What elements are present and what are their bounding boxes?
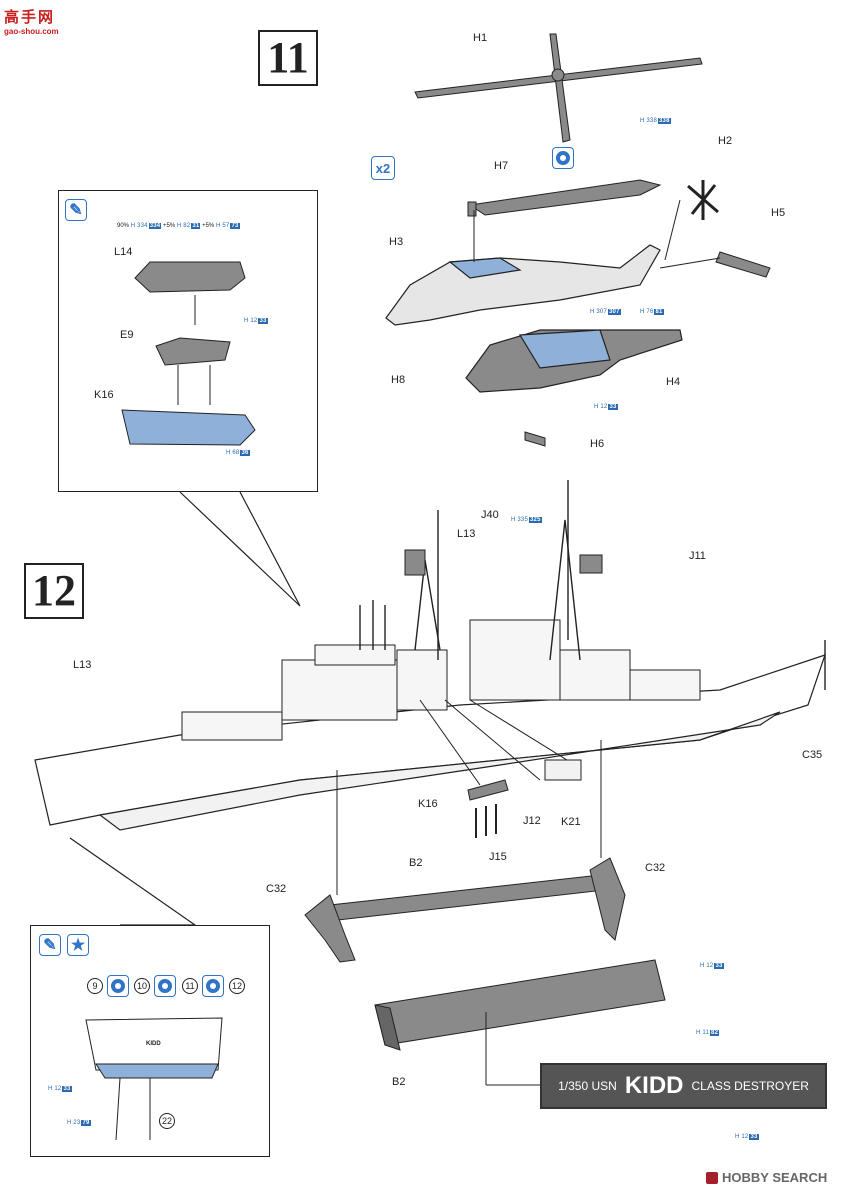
label-c32-left: C32 — [266, 883, 287, 895]
callout-pointer-12 — [69, 837, 197, 926]
label-l14: L14 — [114, 246, 133, 258]
label-k21: K21 — [561, 816, 581, 828]
nameplate-name: KIDD — [624, 1072, 684, 1099]
part-k21 — [544, 759, 582, 781]
rotor-fold-icon — [552, 147, 574, 169]
label-b2-upper: B2 — [409, 857, 423, 869]
star-icon: ★ — [67, 934, 89, 956]
inset11-parts — [121, 261, 256, 446]
paint-step-12: 12 — [229, 978, 245, 994]
label-j12: J12 — [523, 815, 541, 827]
ship-nameplate: 1/350 USN KIDD CLASS DESTROYER — [540, 1063, 827, 1109]
label-c35: C35 — [802, 749, 823, 761]
label-j15: J15 — [489, 851, 507, 863]
guide-lines — [336, 199, 721, 1086]
boat-l14-part — [134, 261, 246, 293]
label-h1: H1 — [473, 32, 488, 44]
cradle-e9-part — [155, 337, 231, 366]
nameplate-prefix: 1/350 USN — [558, 1079, 617, 1093]
label-j11: J11 — [689, 550, 706, 562]
brand-mark-icon — [706, 1171, 718, 1184]
stand-b2-lower-part — [374, 959, 666, 1051]
label-h3: H3 — [389, 236, 404, 248]
callout-pointer-11 — [179, 491, 301, 607]
paint-brush-icon: ✎ — [39, 934, 61, 956]
label-k16-ship: K16 — [418, 798, 438, 810]
label-c32-right: C32 — [645, 862, 666, 874]
radar-panel — [404, 549, 426, 576]
wheel-h6-part — [524, 431, 546, 447]
label-h5: H5 — [771, 207, 786, 219]
hull-name-text: KIDD — [146, 1041, 161, 1047]
label-b2-lower: B2 — [392, 1076, 406, 1088]
watermark-url: gao-shou.com — [4, 27, 59, 36]
paint-step-22: 22 — [159, 1113, 175, 1129]
label-h4: H4 — [666, 376, 681, 388]
inset12-hull — [85, 1017, 223, 1141]
hobby-search-logo: HOBBY SEARCH — [706, 1170, 827, 1185]
label-h7: H7 — [494, 160, 509, 172]
ratio-part-1: 90% — [117, 223, 130, 229]
ratio-part-2: +5% — [163, 223, 176, 229]
label-l13-mast: L13 — [457, 528, 476, 540]
stand-b2-upper-part — [304, 857, 626, 963]
ship-superstructure — [181, 619, 701, 741]
label-h6: H6 — [590, 438, 605, 450]
label-h8: H8 — [391, 374, 406, 386]
paint-step-10: 10 — [134, 978, 150, 994]
fuselage-h4-part — [465, 329, 683, 393]
inset-step-12: ✎ ★ 9 10 11 12 KIDD 22 — [30, 925, 270, 1157]
rotate-icon — [107, 975, 129, 997]
times-two-icon: x2 — [371, 156, 395, 180]
rotor-h1-part — [414, 33, 703, 143]
label-k16-inset: K16 — [94, 389, 114, 401]
tail-rotor-h2-part — [687, 180, 719, 220]
watermark-logo: 高手网 gao-shou.com — [4, 6, 59, 36]
label-l13-stern: L13 — [73, 659, 92, 671]
step-11-number: 11 — [258, 30, 318, 86]
paint-step-9: 9 — [87, 978, 103, 994]
label-h2: H2 — [718, 135, 733, 147]
rotate-icon — [154, 975, 176, 997]
part-j15 — [475, 804, 497, 838]
nameplate-suffix: CLASS DESTROYER — [691, 1079, 809, 1093]
label-j40: J40 — [481, 509, 499, 521]
label-e9: E9 — [120, 329, 134, 341]
part-k16-ship — [467, 779, 509, 801]
radar-panel — [579, 554, 603, 574]
step-12-number: 12 — [24, 563, 84, 619]
deck-k16-part — [121, 409, 256, 446]
paint-brush-icon: ✎ — [65, 199, 87, 221]
fuselage-h3-part — [385, 244, 661, 326]
stabilizer-h5-part — [715, 251, 771, 278]
paint-step-11: 11 — [182, 978, 198, 994]
ratio-part-3: +5% — [202, 223, 215, 229]
brand-name: HOBBY SEARCH — [722, 1170, 828, 1185]
watermark-title: 高手网 — [4, 9, 56, 26]
rotor-h7-part — [467, 179, 662, 217]
rotate-icon — [202, 975, 224, 997]
